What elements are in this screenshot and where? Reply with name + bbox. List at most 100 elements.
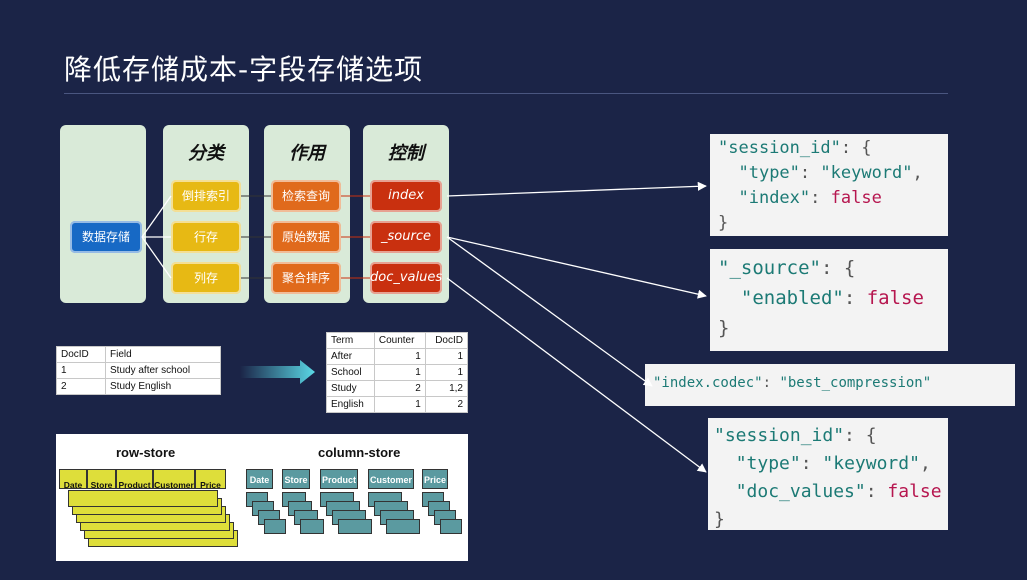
table-header: DocID <box>424 332 469 349</box>
code1-type-value: "keyword" <box>820 163 913 183</box>
code1-comma: , <box>912 163 923 183</box>
code3-value: "best_compression" <box>779 375 932 391</box>
control-node-index: index <box>370 180 442 212</box>
row-store-record <box>68 490 218 507</box>
code-source-mapping: "_source": { "enabled": false } <box>710 249 948 351</box>
title-divider <box>64 93 948 94</box>
table-cell: 1 <box>56 362 106 379</box>
row-store-field: Customer <box>153 469 195 490</box>
category-node-1: 倒排索引 <box>171 180 241 212</box>
column-store-field: Price <box>422 469 448 489</box>
code2-key: "_source" <box>718 257 821 279</box>
code2-colon: : <box>843 287 867 309</box>
row-store-title: row-store <box>116 445 176 460</box>
column-store-field: Customer <box>368 469 414 489</box>
table-cell: Study English <box>105 378 221 395</box>
purpose-node-2: 原始数据 <box>271 221 341 253</box>
table-cell: 1 <box>373 348 426 365</box>
row-store-field: Store <box>87 469 116 490</box>
code-arrows <box>446 181 707 473</box>
code1-index-value: false <box>830 188 882 208</box>
purpose-header: 作用 <box>289 143 325 164</box>
root-node: 数据存储 <box>70 221 142 253</box>
column-store-field: Store <box>282 469 310 489</box>
table-cell: 1 <box>424 364 469 381</box>
table-header: Counter <box>373 332 426 349</box>
column-store-value <box>338 519 372 534</box>
slide-title: 降低存储成本-字段存储选项 <box>64 53 424 86</box>
category-node-3: 列存 <box>171 262 241 294</box>
table-cell: English <box>326 396 375 413</box>
code4-colon2: : <box>865 481 888 502</box>
row-store-field: Date <box>59 469 87 490</box>
purpose-node-3: 聚合排序 <box>271 262 341 294</box>
code4-type-key: "type" <box>735 453 801 474</box>
doc-table: DocID Field 1 Study after school 2 Study… <box>56 346 221 395</box>
column-store-value <box>300 519 324 534</box>
code4-key: "session_id" <box>714 425 845 446</box>
column-store-value <box>264 519 286 534</box>
code4-close: } <box>714 509 725 530</box>
row-store-field: Product <box>116 469 153 490</box>
inverted-index-table: Term Counter DocID After 1 1 School 1 1 … <box>326 332 469 413</box>
table-cell: 2 <box>56 378 106 395</box>
code1-brace: : { <box>840 138 872 158</box>
table-row: English 1 2 <box>326 396 469 413</box>
column-store-field: Date <box>246 469 273 489</box>
code2-brace: : { <box>820 257 856 279</box>
code2-close: } <box>718 317 730 339</box>
control-node-source: _source <box>370 221 442 253</box>
table-cell: 1,2 <box>424 380 469 397</box>
column-store-value <box>386 519 420 534</box>
control-header: 控制 <box>388 143 424 164</box>
row-store-field: Price <box>195 469 226 490</box>
transform-arrow <box>240 360 315 384</box>
column-store-field: Product <box>320 469 358 489</box>
table-row: Study 2 1,2 <box>326 380 469 397</box>
table-cell: 1 <box>424 348 469 365</box>
code3-colon: : <box>762 375 780 391</box>
table-cell: Study <box>326 380 375 397</box>
table-cell: After <box>326 348 375 365</box>
column-store-title: column-store <box>318 445 401 460</box>
code1-index-key: "index" <box>738 188 811 208</box>
table-row: 2 Study English <box>56 378 221 395</box>
column-store-value <box>440 519 462 534</box>
table-header: Field <box>105 346 221 363</box>
code1-close: } <box>718 213 729 233</box>
code1-key: "session_id" <box>718 138 841 158</box>
table-row: After 1 1 <box>326 348 469 365</box>
code4-colon: : <box>800 453 823 474</box>
table-cell: Study after school <box>105 362 221 379</box>
category-header: 分类 <box>188 143 224 164</box>
storage-figure: row-store column-store Date Store Produc… <box>56 434 468 561</box>
code4-doc-values-value: false <box>887 481 942 502</box>
table-cell: 2 <box>373 380 426 397</box>
category-node-2: 行存 <box>171 221 241 253</box>
code-index-codec: "index.codec": "best_compression" <box>645 364 1015 406</box>
purpose-node-1: 检索查询 <box>271 180 341 212</box>
code2-enabled-key: "enabled" <box>740 287 844 309</box>
code4-brace: : { <box>844 425 877 446</box>
code4-comma: , <box>919 453 931 474</box>
code4-type-value: "keyword" <box>822 453 920 474</box>
table-row: 1 Study after school <box>56 362 221 379</box>
code1-colon2: : <box>810 188 831 208</box>
table-cell: 1 <box>373 396 426 413</box>
table-cell: 1 <box>373 364 426 381</box>
control-node-doc-values: doc_values <box>370 262 442 294</box>
table-row: DocID Field <box>56 346 221 363</box>
table-row: Term Counter DocID <box>326 332 469 349</box>
code-doc-values-mapping: "session_id": { "type": "keyword", "doc_… <box>708 418 948 530</box>
code1-type-key: "type" <box>738 163 800 183</box>
root-panel <box>60 125 146 303</box>
table-row: School 1 1 <box>326 364 469 381</box>
code4-doc-values-key: "doc_values" <box>735 481 866 502</box>
table-header: DocID <box>56 346 106 363</box>
code2-enabled-value: false <box>866 287 924 309</box>
table-cell: 2 <box>424 396 469 413</box>
code3-key: "index.codec" <box>653 375 763 391</box>
code1-colon: : <box>799 163 821 183</box>
code-index-mapping: "session_id": { "type": "keyword", "inde… <box>710 134 948 236</box>
